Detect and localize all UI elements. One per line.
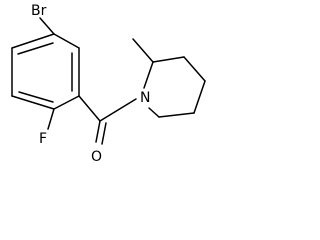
ring-bond-c1-c2	[53, 33, 80, 49]
inner-double-bond-c4-c5	[18, 91, 54, 103]
piperidine-ring	[132, 38, 206, 118]
piperidine-bond-c5-c6	[158, 112, 195, 118]
aryl-carbonyl-bond	[78, 95, 101, 122]
carbonyl-double-bond-inner	[101, 122, 107, 145]
fluorine-bond	[47, 108, 55, 130]
methyl-bond	[132, 38, 154, 63]
bromine-bond	[39, 17, 55, 35]
piperidine-bond-c3-c4	[183, 56, 206, 82]
ring-bond-c6-c1	[11, 33, 55, 49]
nitrogen-label: N	[140, 90, 150, 106]
piperidine-bond-c2-c3	[152, 56, 185, 63]
atom-labels: Br F O N	[31, 3, 150, 165]
carbonyl-nitrogen-bond	[99, 98, 137, 122]
piperidine-bond-n-c2	[143, 61, 154, 89]
bromine-label: Br	[31, 3, 47, 19]
ring-bond-c4-c5	[11, 95, 55, 110]
carbonyl-double-bond-outer	[95, 120, 101, 143]
ring-bond-c3-c4	[53, 95, 80, 110]
inner-double-bond-c6-c1	[17, 42, 54, 55]
piperidine-bond-c4-c5	[193, 80, 206, 114]
substituent-bonds	[39, 17, 137, 145]
piperidine-bond-c6-n	[148, 107, 160, 118]
oxygen-label: O	[91, 149, 102, 165]
benzene-ring	[11, 33, 80, 110]
fluorine-label: F	[39, 131, 47, 147]
chemical-structure-diagram: Br F O N	[11, 3, 206, 165]
